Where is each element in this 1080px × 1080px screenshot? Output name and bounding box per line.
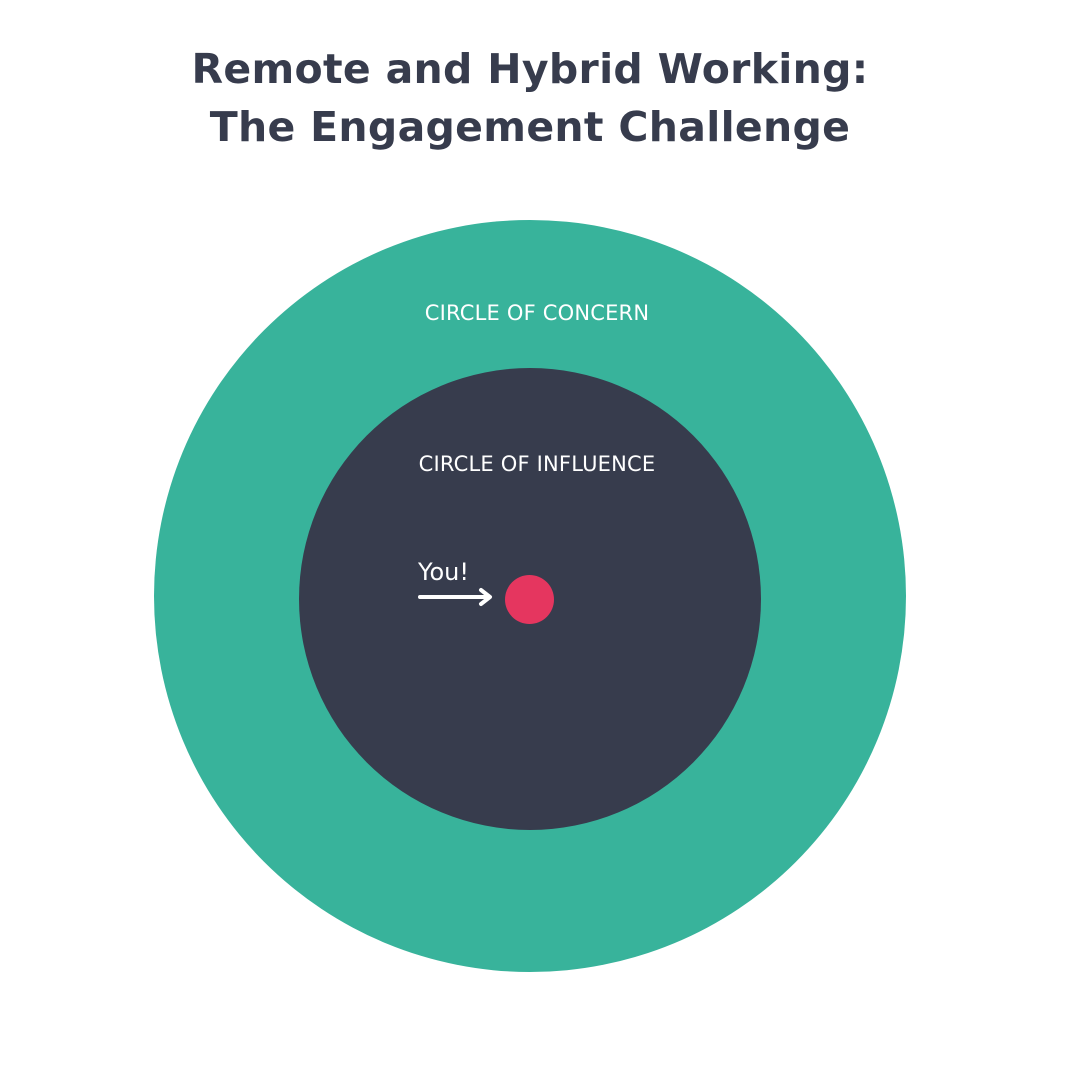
circle-of-concern-label: CIRCLE OF CONCERN bbox=[424, 301, 650, 325]
circle-of-influence-label: CIRCLE OF INFLUENCE bbox=[418, 452, 656, 476]
page-title: Remote and Hybrid Working: The Engagemen… bbox=[0, 40, 1060, 156]
title-line-1: Remote and Hybrid Working: bbox=[191, 45, 869, 93]
title-line-2: The Engagement Challenge bbox=[209, 103, 851, 151]
right-arrow-icon bbox=[418, 588, 492, 606]
you-label: You! bbox=[418, 558, 469, 586]
you-marker-dot bbox=[505, 575, 554, 624]
